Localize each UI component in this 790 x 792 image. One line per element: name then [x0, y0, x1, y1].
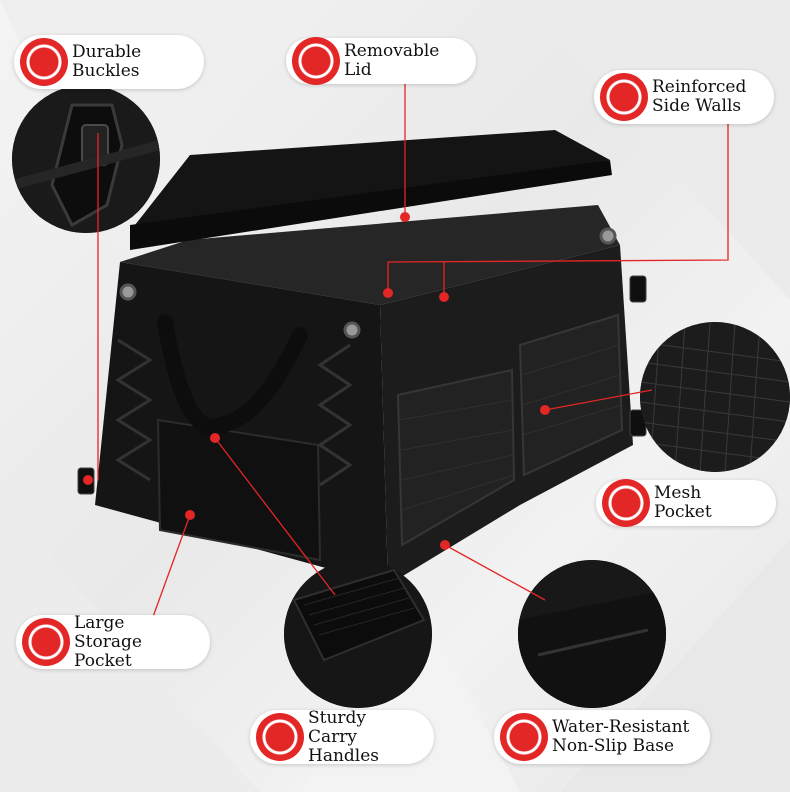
label-text: Water-Resistant Non-Slip Base — [552, 717, 690, 756]
label-text: Removable Lid — [344, 41, 440, 80]
zoom-buckle — [12, 85, 160, 233]
label-text: Reinforced Side Walls — [652, 77, 747, 116]
zoom-mesh — [640, 322, 790, 472]
zoom-handle — [284, 560, 432, 708]
label-water-resistant-base: Water-Resistant Non-Slip Base — [494, 710, 710, 764]
feature-dot-icon — [22, 618, 70, 666]
removable-lid — [130, 130, 610, 250]
label-text: Large Storage Pocket — [74, 612, 142, 671]
feature-dot-icon — [292, 37, 340, 85]
zoom-base — [518, 560, 666, 708]
label-removable-lid: Removable Lid — [286, 37, 476, 85]
feature-dot-icon — [20, 38, 68, 86]
label-large-storage-pocket: Large Storage Pocket — [16, 612, 210, 671]
feature-dot-icon — [256, 713, 304, 761]
feature-dot-icon — [500, 713, 548, 761]
feature-dot-icon — [602, 479, 650, 527]
label-mesh-pocket: Mesh Pocket — [596, 479, 776, 527]
label-sturdy-carry-handles: Sturdy Carry Handles — [250, 707, 434, 766]
side-mesh-pocket — [396, 368, 516, 547]
label-durable-buckles: Durable Buckles — [14, 35, 204, 89]
label-reinforced-side-walls: Reinforced Side Walls — [594, 70, 774, 124]
label-text: Mesh Pocket — [654, 483, 712, 522]
label-text: Durable Buckles — [72, 42, 142, 81]
carry-handle — [157, 314, 308, 435]
large-storage-pocket — [156, 418, 322, 562]
label-text: Sturdy Carry Handles — [308, 707, 380, 766]
feature-dot-icon — [600, 73, 648, 121]
